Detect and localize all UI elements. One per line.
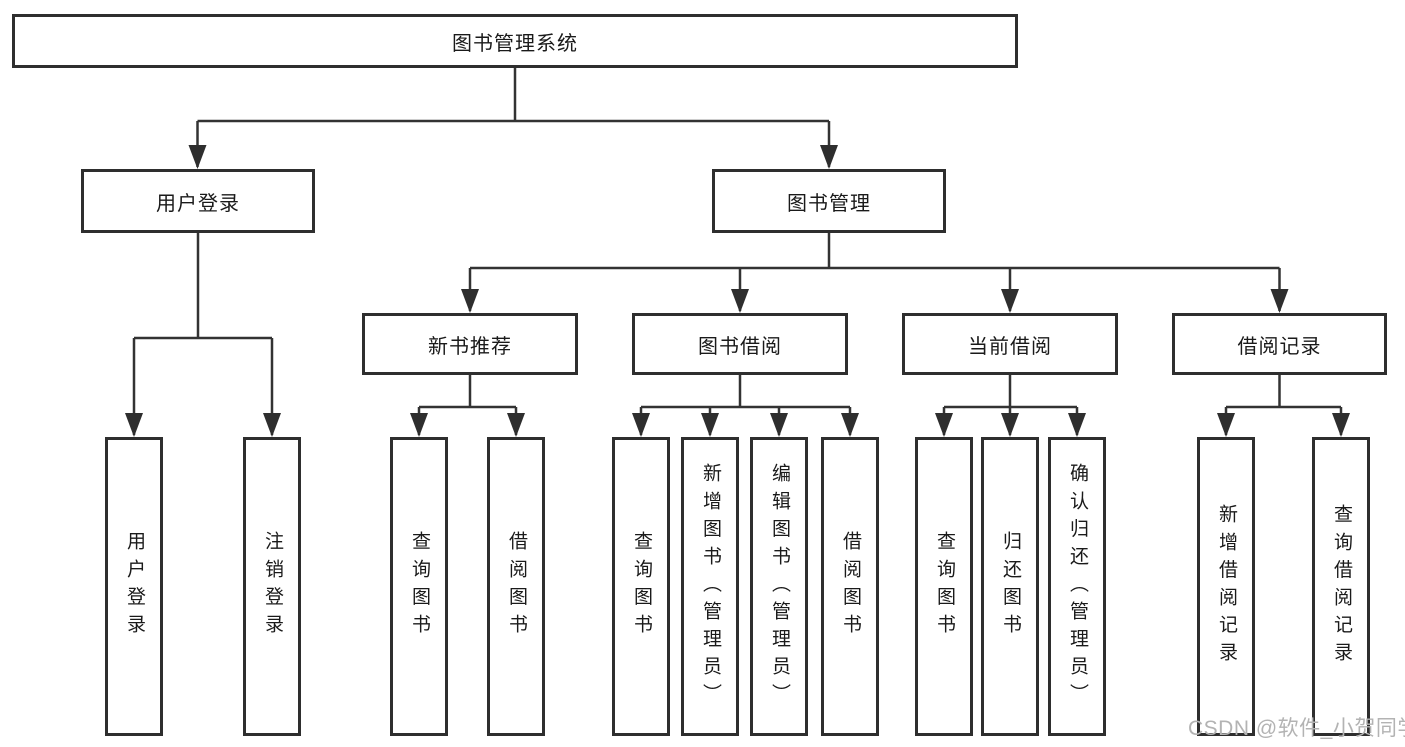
leaf-user-login: 用户登录 xyxy=(105,437,163,736)
csdn-watermark: CSDN @软件_小贺同学 xyxy=(1188,717,1405,740)
node-book-borrow: 图书借阅 xyxy=(632,313,848,375)
node-current-borrow: 当前借阅 xyxy=(902,313,1118,375)
leaf-borrow-book-recommend: 借阅图书 xyxy=(487,437,545,736)
node-user-login: 用户登录 xyxy=(81,169,315,233)
leaf-logout: 注销登录 xyxy=(243,437,301,736)
leaf-return-book: 归还图书 xyxy=(981,437,1039,736)
leaf-query-book-recommend: 查询图书 xyxy=(390,437,448,736)
leaf-add-borrow-record: 新增借阅记录 xyxy=(1197,437,1255,736)
leaf-edit-book-admin: 编辑图书（管理员） xyxy=(750,437,808,736)
leaf-query-book-current: 查询图书 xyxy=(915,437,973,736)
leaf-query-book-borrow: 查询图书 xyxy=(612,437,670,736)
leaf-confirm-return-admin: 确认归还（管理员） xyxy=(1048,437,1106,736)
node-book-management: 图书管理 xyxy=(712,169,946,233)
leaf-add-book-admin: 新增图书（管理员） xyxy=(681,437,739,736)
node-root-system: 图书管理系统 xyxy=(12,14,1018,68)
leaf-query-borrow-record: 查询借阅记录 xyxy=(1312,437,1370,736)
node-borrow-record: 借阅记录 xyxy=(1172,313,1387,375)
node-new-book-recommend: 新书推荐 xyxy=(362,313,578,375)
leaf-borrow-book: 借阅图书 xyxy=(821,437,879,736)
